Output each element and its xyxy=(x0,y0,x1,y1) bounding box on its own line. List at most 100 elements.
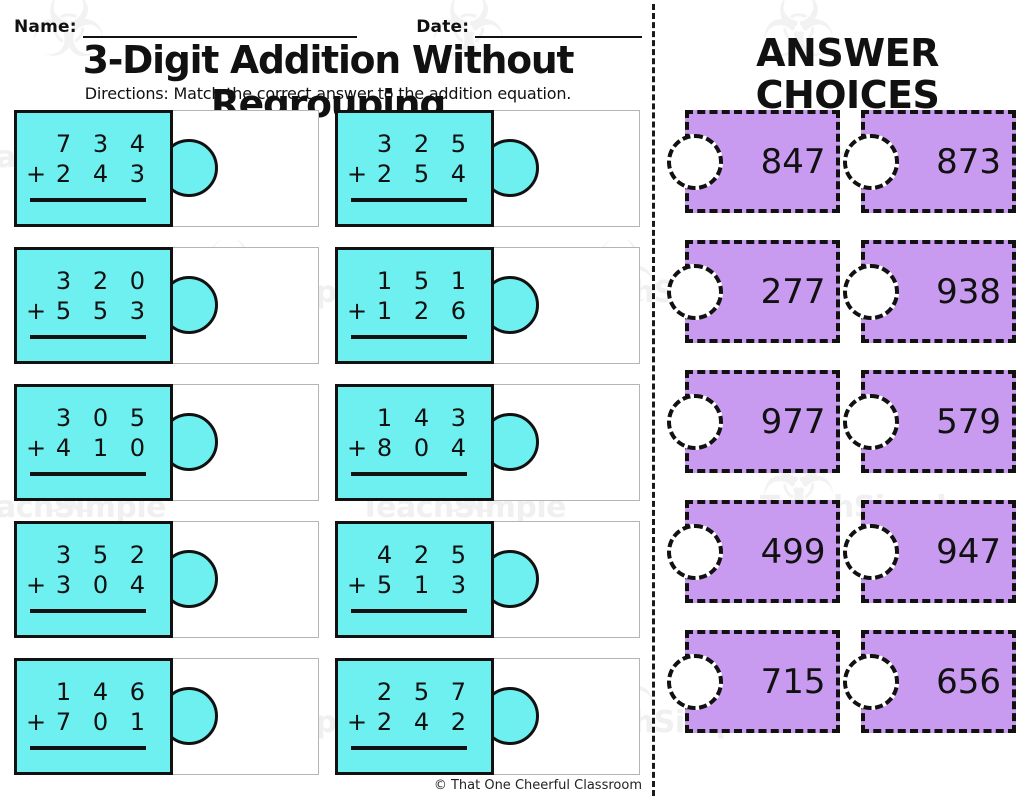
addition-equation: 4 2 5+5 1 3 xyxy=(335,521,491,635)
plus-operator: + xyxy=(347,160,368,188)
equation-rule xyxy=(30,335,146,339)
addend-bottom: 2 5 4 xyxy=(376,160,473,188)
addend-top: 3 2 0 xyxy=(55,267,152,295)
answer-value: 847 xyxy=(760,141,826,182)
answer-choice-card[interactable]: 579 xyxy=(842,370,1016,473)
question-item[interactable]: 3 5 2+3 0 4 xyxy=(14,521,321,640)
question-item[interactable]: 3 2 0 +5 5 3 xyxy=(14,247,321,366)
equation-puzzle-piece[interactable] xyxy=(14,110,173,227)
plus-operator: + xyxy=(347,708,368,736)
tab-seam xyxy=(156,280,168,330)
addend-bottom: 5 5 3 xyxy=(55,297,152,325)
tab-seam xyxy=(477,280,489,330)
answer-choice-card[interactable]: 873 xyxy=(842,110,1016,213)
equation-rule xyxy=(30,198,146,202)
puzzle-notch-icon xyxy=(842,654,899,710)
equation-rule xyxy=(351,335,467,339)
date-label: Date: xyxy=(416,17,470,37)
date-input-line[interactable] xyxy=(475,20,642,38)
plus-operator: + xyxy=(26,708,47,736)
tab-seam xyxy=(477,417,489,467)
answer-choice-card[interactable]: 715 xyxy=(667,630,840,733)
equation-rule xyxy=(30,472,146,476)
addend-top: 1 5 1 xyxy=(376,267,473,295)
answer-choice-card[interactable]: 499 xyxy=(667,500,840,603)
question-item[interactable]: 1 4 3+8 0 4 xyxy=(335,384,642,503)
equation-rule xyxy=(351,472,467,476)
question-item[interactable]: 7 3 4+2 4 3 xyxy=(14,110,321,229)
addend-bottom: 2 4 3 xyxy=(55,160,152,188)
equation-rule xyxy=(30,746,146,750)
directions-text: Directions: Match the correct answer to … xyxy=(84,84,572,103)
equation-puzzle-piece[interactable] xyxy=(335,521,494,638)
equation-puzzle-piece[interactable] xyxy=(14,658,173,775)
equation-puzzle-piece[interactable] xyxy=(335,384,494,501)
question-item[interactable]: 1 5 1+1 2 6 xyxy=(335,247,642,366)
addition-equation: 3 2 5+2 5 4 xyxy=(335,110,491,224)
name-date-row: Name: Date: xyxy=(14,12,642,38)
puzzle-notch-icon xyxy=(842,264,899,320)
questions-panel: Name: Date: 3-Digit Addition Without Reg… xyxy=(14,12,642,795)
answer-row: 715 656 xyxy=(667,630,1016,733)
question-item[interactable]: 1 4 6+7 0 1 xyxy=(14,658,321,777)
answer-row: 847 873 xyxy=(667,110,1016,213)
equation-puzzle-piece[interactable] xyxy=(335,110,494,227)
name-input-line[interactable] xyxy=(82,20,358,38)
answer-choice-card[interactable]: 656 xyxy=(842,630,1016,733)
puzzle-notch-icon xyxy=(842,134,899,190)
addend-bottom: 1 2 6 xyxy=(376,297,473,325)
addend-top: 7 3 4 xyxy=(55,130,152,158)
equation-puzzle-piece[interactable] xyxy=(14,384,173,501)
puzzle-notch-icon xyxy=(667,134,723,190)
puzzle-notch-icon xyxy=(842,394,899,450)
equation-puzzle-piece[interactable] xyxy=(14,247,173,364)
question-item[interactable]: 3 2 5+2 5 4 xyxy=(335,110,642,229)
answer-value: 656 xyxy=(936,661,1001,702)
equation-rule xyxy=(351,746,467,750)
answer-value: 873 xyxy=(936,141,1001,182)
question-item[interactable]: 3 0 5+4 1 0 xyxy=(14,384,321,503)
copyright-footer: © That One Cheerful Classroom xyxy=(433,778,642,793)
answer-row: 977 579 xyxy=(667,370,1016,473)
tab-seam xyxy=(477,691,489,741)
answer-value: 579 xyxy=(936,401,1001,442)
addend-bottom: 2 4 2 xyxy=(376,708,473,736)
question-item[interactable]: 4 2 5+5 1 3 xyxy=(335,521,642,640)
tab-seam xyxy=(156,417,168,467)
equation-puzzle-piece[interactable] xyxy=(335,658,494,775)
equation-puzzle-piece[interactable] xyxy=(14,521,173,638)
puzzle-notch-icon xyxy=(667,394,723,450)
answer-choice-card[interactable]: 938 xyxy=(842,240,1016,343)
answer-choice-card[interactable]: 947 xyxy=(842,500,1016,603)
puzzle-notch-icon xyxy=(667,524,723,580)
addend-bottom: 3 0 4 xyxy=(55,571,152,599)
addend-top: 3 0 5 xyxy=(55,404,152,432)
addition-equation: 3 2 0 +5 5 3 xyxy=(14,247,170,361)
answer-row: 499 947 xyxy=(667,500,1016,603)
plus-operator: + xyxy=(347,434,368,462)
question-item[interactable]: 2 5 7+2 4 2 xyxy=(335,658,642,777)
addition-equation: 2 5 7+2 4 2 xyxy=(335,658,491,772)
answer-choice-card[interactable]: 847 xyxy=(667,110,840,213)
answer-choice-card[interactable]: 277 xyxy=(667,240,840,343)
plus-operator: + xyxy=(26,297,47,325)
name-label: Name: xyxy=(14,17,77,37)
equation-puzzle-piece[interactable] xyxy=(335,247,494,364)
addend-top: 3 5 2 xyxy=(55,541,152,569)
tab-seam xyxy=(156,691,168,741)
answer-value: 499 xyxy=(760,531,826,572)
plus-operator: + xyxy=(26,434,47,462)
answer-value: 715 xyxy=(760,661,826,702)
answer-choice-card[interactable]: 977 xyxy=(667,370,840,473)
question-row: 3 2 0 +5 5 3 1 5 1+1 2 6 xyxy=(14,247,642,366)
addend-top: 1 4 3 xyxy=(376,404,473,432)
